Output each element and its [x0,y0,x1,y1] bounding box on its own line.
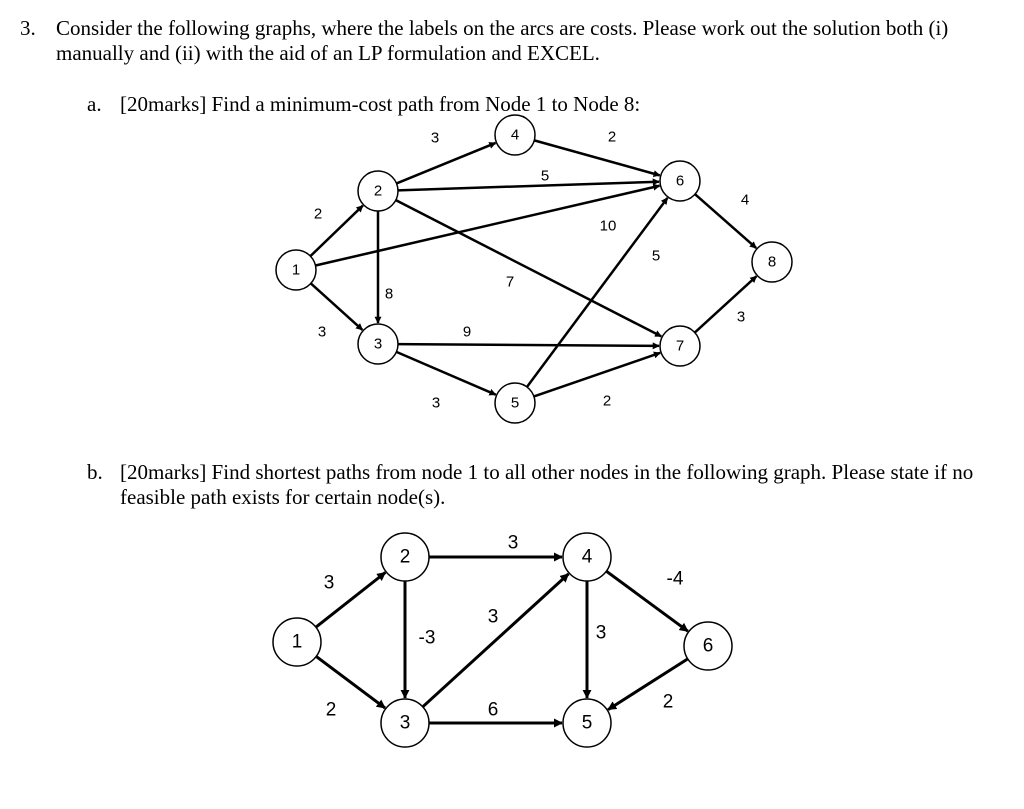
part-b-text: [20marks] Find shortest paths from node … [120,460,974,509]
graph-a-edges [309,139,758,398]
graph-a-edge-cost-1-3: 3 [318,324,326,341]
graph-a-edge-cost-5-6: 5 [652,248,660,265]
graph-a-edge-cost-3-7: 9 [463,324,471,341]
graph-a-edge-cost-1-6: 10 [600,218,617,235]
graph-b-node-4: 4 [562,532,612,582]
graph-a-edge-cost-6-8: 4 [741,192,749,209]
graph-a-edge-cost-7-8: 3 [737,309,745,326]
graph-a-edge-1-2 [309,204,364,258]
graph-a-node-label-2: 2 [374,183,382,200]
graph-a-node-7: 7 [659,325,701,367]
question-intro: Consider the following graphs, where the… [56,16,949,65]
graph-a: 2 3 10 3 5 7 8 9 3 2 5 2 4 3 1 2 3 4 5 6 7 8 [275,114,793,424]
graph-b-node-label-5: 5 [582,713,593,734]
graph-b-edge-cost-4-5: 3 [596,623,607,644]
graph-b-node-2: 2 [380,532,430,582]
graph-b-edge-cost-1-3: 2 [326,700,337,721]
part-b-label: b. [87,460,103,484]
graph-a-edge-2-6 [397,178,660,192]
graph-a-node-1: 1 [275,249,317,291]
graph-b-edge-labels: 3 2 3 -3 3 6 3 -4 2 [324,533,684,721]
graph-b-edge-cost-3-4: 3 [488,607,499,628]
question-number: 3. [20,16,36,40]
graph-a-node-5: 5 [494,382,536,424]
graph-b-edge-1-3 [315,655,386,710]
graph-b-node-1: 1 [272,617,322,667]
graph-a-edge-cost-2-7: 7 [506,274,514,291]
graph-b-nodes: 1 2 3 4 5 6 [272,532,733,748]
graph-b-node-label-6: 6 [703,636,714,657]
graph-a-node-6: 6 [659,160,701,202]
graph-b-node-3: 3 [380,698,430,748]
graph-b-edge-1-2 [314,571,387,629]
graph-a-edge-labels: 2 3 10 3 5 7 8 9 3 2 5 2 4 3 [314,129,749,412]
graph-a-node-label-3: 3 [374,336,382,353]
graph-a-edge-cost-3-5: 3 [432,395,440,412]
graph-b-edge-6-5 [607,657,689,711]
graph-a-edge-cost-1-2: 2 [314,206,322,223]
graph-a-edge-cost-2-6: 5 [541,168,549,185]
part-a-text: [20marks] Find a minimum-cost path from … [120,92,641,116]
graph-b-edge-cost-4-6: -4 [667,569,684,590]
graph-a-node-label-6: 6 [676,173,684,190]
graph-a-node-label-1: 1 [292,262,300,279]
graph-b-node-label-1: 1 [292,632,303,653]
graph-b-edge-cost-1-2: 3 [324,573,335,594]
graph-a-node-3: 3 [357,323,399,365]
graph-a-edge-6-8 [694,193,758,250]
graph-b-edge-cost-3-5: 6 [488,700,499,721]
graph-b-edges [314,552,689,728]
graph-a-edge-cost-2-3: 8 [385,286,393,303]
graph-b-node-5: 5 [562,698,612,748]
graph-a-edge-5-7 [533,351,661,398]
graph-b-node-label-2: 2 [400,547,411,568]
graph-b-edge-cost-2-4: 3 [508,533,519,554]
graph-a-edge-7-8 [693,275,758,334]
graph-b: 3 2 3 -3 3 6 3 -4 2 1 2 3 4 5 6 [272,532,733,748]
graph-a-node-label-5: 5 [511,395,519,412]
graph-a-edge-1-3 [310,282,364,331]
graph-a-nodes: 1 2 3 4 5 6 7 8 [275,114,793,424]
graph-b-edge-cost-6-5: 2 [663,692,674,713]
graph-a-edge-4-6 [533,139,661,178]
graph-a-edge-cost-2-4: 3 [431,130,439,147]
graph-a-edge-cost-4-6: 2 [608,129,616,146]
graph-a-node-2: 2 [357,170,399,212]
graph-a-node-4: 4 [494,114,536,156]
graph-a-node-8: 8 [751,241,793,283]
graph-a-edge-3-5 [395,350,497,396]
graph-b-node-6: 6 [683,621,733,671]
graph-a-edge-2-7 [395,199,662,338]
graph-a-edge-cost-5-7: 2 [603,393,611,410]
part-a-label: a. [87,92,102,116]
graph-b-edge-3-4 [421,572,570,708]
graph-a-edge-3-7 [397,342,660,350]
graph-b-edge-cost-2-3: -3 [419,628,436,649]
graph-a-node-label-7: 7 [676,338,684,355]
graph-a-edge-2-4 [396,141,497,185]
graph-a-edge-1-6 [315,183,661,267]
graph-b-edge-4-6 [605,570,689,633]
graph-a-node-label-8: 8 [768,254,776,271]
graph-b-node-label-4: 4 [582,547,593,568]
graph-a-edge-5-6 [525,197,669,388]
graph-a-node-label-4: 4 [511,127,519,144]
graph-b-node-label-3: 3 [400,713,411,734]
